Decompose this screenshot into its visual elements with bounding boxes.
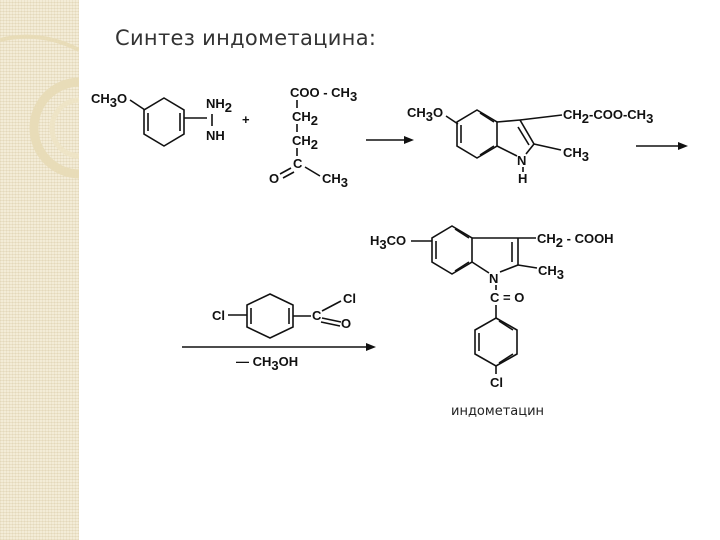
h-label: H <box>518 171 527 186</box>
plus-sign: + <box>242 112 250 127</box>
decorative-side-strip <box>0 0 79 540</box>
indomethacin-structure: H3CO N CH2 - COOH CH3 C = O Cl <box>370 225 614 390</box>
n-label: N <box>489 271 498 286</box>
side-chain-label: CH2 - COOH <box>537 231 614 250</box>
ring-chlorine-label: Cl <box>212 308 225 323</box>
ch2-label-1: CH2 <box>292 109 318 128</box>
methoxy-label: CH3O <box>407 105 443 124</box>
side-chain-label: CH2-COO-CH3 <box>563 107 653 126</box>
product-caption: индометацин <box>451 404 545 419</box>
methyl-levulinate-structure: COO - CH3 CH2 CH2 C O CH3 <box>269 85 357 190</box>
chlorophenyl-ring <box>474 317 518 367</box>
decorative-swirl-icon <box>0 34 79 179</box>
carbonyl-o-label: O <box>269 171 279 186</box>
methyl-label: CH3 <box>563 145 589 164</box>
reaction-arrow-2 <box>636 142 688 150</box>
byproduct-label: — CH3OH <box>236 354 298 373</box>
benzene-ring <box>143 97 185 147</box>
benzene-ring <box>431 225 473 275</box>
nh-label: NH <box>206 128 225 143</box>
carbonyl-label: C = O <box>490 290 524 305</box>
ester-label: COO - CH3 <box>290 85 357 104</box>
reaction-arrow-3: — CH3OH <box>182 343 376 373</box>
acyl-c-label: C <box>312 308 322 323</box>
chlorobenzoyl-chloride-structure: Cl C Cl O <box>212 291 356 339</box>
methyl-label: CH3 <box>322 171 348 190</box>
indole-ester-structure: CH3O N H CH2-COO-CH3 CH3 <box>407 105 653 186</box>
ch2-label-2: CH2 <box>292 133 318 152</box>
reaction-arrow-1 <box>366 136 414 144</box>
acyl-chlorine-label: Cl <box>343 291 356 306</box>
benzene-ring <box>246 293 294 339</box>
methoxy-label: H3CO <box>370 233 406 252</box>
nh2-label: NH2 <box>206 96 232 115</box>
chlorine-label: Cl <box>490 375 503 390</box>
carbonyl-c-label: C <box>293 156 303 171</box>
methoxyphenylhydrazine-structure: CH3O NH2 NH + <box>91 91 250 147</box>
methoxy-label: CH3O <box>91 91 127 110</box>
acyl-o-label: O <box>341 316 351 331</box>
n-label: N <box>517 153 526 168</box>
benzene-ring <box>456 109 498 159</box>
slide-title: Синтез индометацина: <box>115 26 377 50</box>
methyl-label: CH3 <box>538 263 564 282</box>
